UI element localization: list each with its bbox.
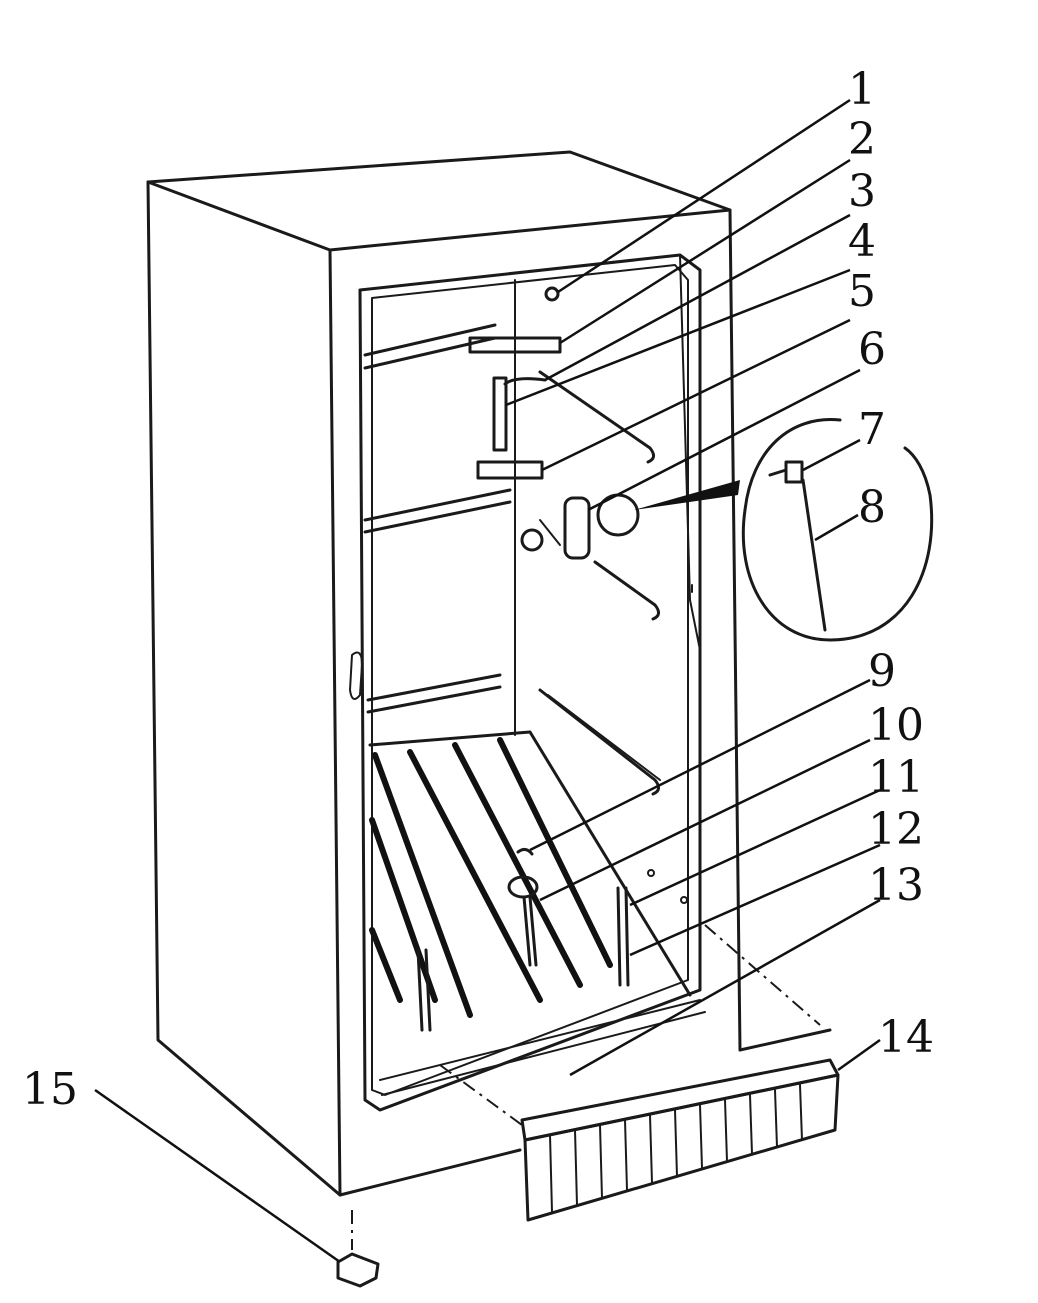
part-5-icon	[476, 460, 544, 480]
detail-inset	[634, 418, 934, 642]
callout-8: 8	[858, 482, 886, 533]
part-8-icon	[801, 478, 827, 632]
part-11-icon	[616, 886, 622, 987]
callout-11: 11	[868, 752, 924, 803]
callout-7: 7	[858, 404, 886, 455]
callout-6: 6	[858, 324, 886, 375]
leader-lines	[94, 98, 881, 1264]
leveling-leg	[336, 1210, 380, 1288]
part-4-icon	[492, 376, 508, 452]
callout-12: 12	[868, 804, 924, 855]
part-1-icon	[544, 286, 560, 302]
kick-plate	[439, 924, 840, 1222]
part-6-icon	[563, 496, 591, 560]
basket-wires	[368, 730, 706, 1096]
callout-1: 1	[848, 64, 876, 115]
shelf-rails	[363, 323, 661, 796]
callout-13: 13	[868, 860, 924, 911]
cabinet-body	[146, 150, 832, 1197]
callout-14: 14	[878, 1012, 934, 1063]
part-2-icon	[468, 336, 562, 354]
callout-3: 3	[848, 166, 876, 217]
callout-2: 2	[848, 114, 876, 165]
callout-9: 9	[868, 646, 896, 697]
callout-10: 10	[868, 700, 924, 751]
callout-5: 5	[848, 266, 876, 317]
part-3-icon	[503, 377, 547, 386]
parts	[416, 286, 688, 1032]
liner-opening	[349, 253, 702, 1112]
part-9-icon	[516, 847, 534, 856]
callout-15: 15	[22, 1064, 78, 1115]
callout-4: 4	[848, 216, 876, 267]
part-15-icon	[336, 1252, 380, 1288]
part-7-icon	[784, 460, 804, 484]
